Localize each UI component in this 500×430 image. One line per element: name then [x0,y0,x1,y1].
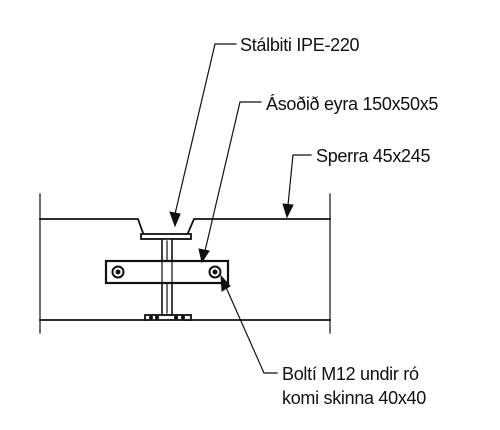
rafter-left [39,193,146,334]
label-beam: Stálbiti IPE-220 [240,35,360,55]
label-rafter: Sperra 45x245 [316,146,430,166]
leader-bolt [220,274,278,374]
leader-plate [198,101,262,264]
label-plate: Ásoðið eyra 150x50x5 [266,94,438,114]
bolt-left [111,265,125,279]
bolt-right [208,265,222,279]
leader-rafter [282,154,312,219]
label-bolt-line1: Boltí M12 undir ró [282,364,419,384]
rafter-right [185,193,331,334]
welded-plate [104,259,230,285]
label-bolt-line2: komi skinna 40x40 [282,388,426,408]
leader-beam [169,43,237,228]
